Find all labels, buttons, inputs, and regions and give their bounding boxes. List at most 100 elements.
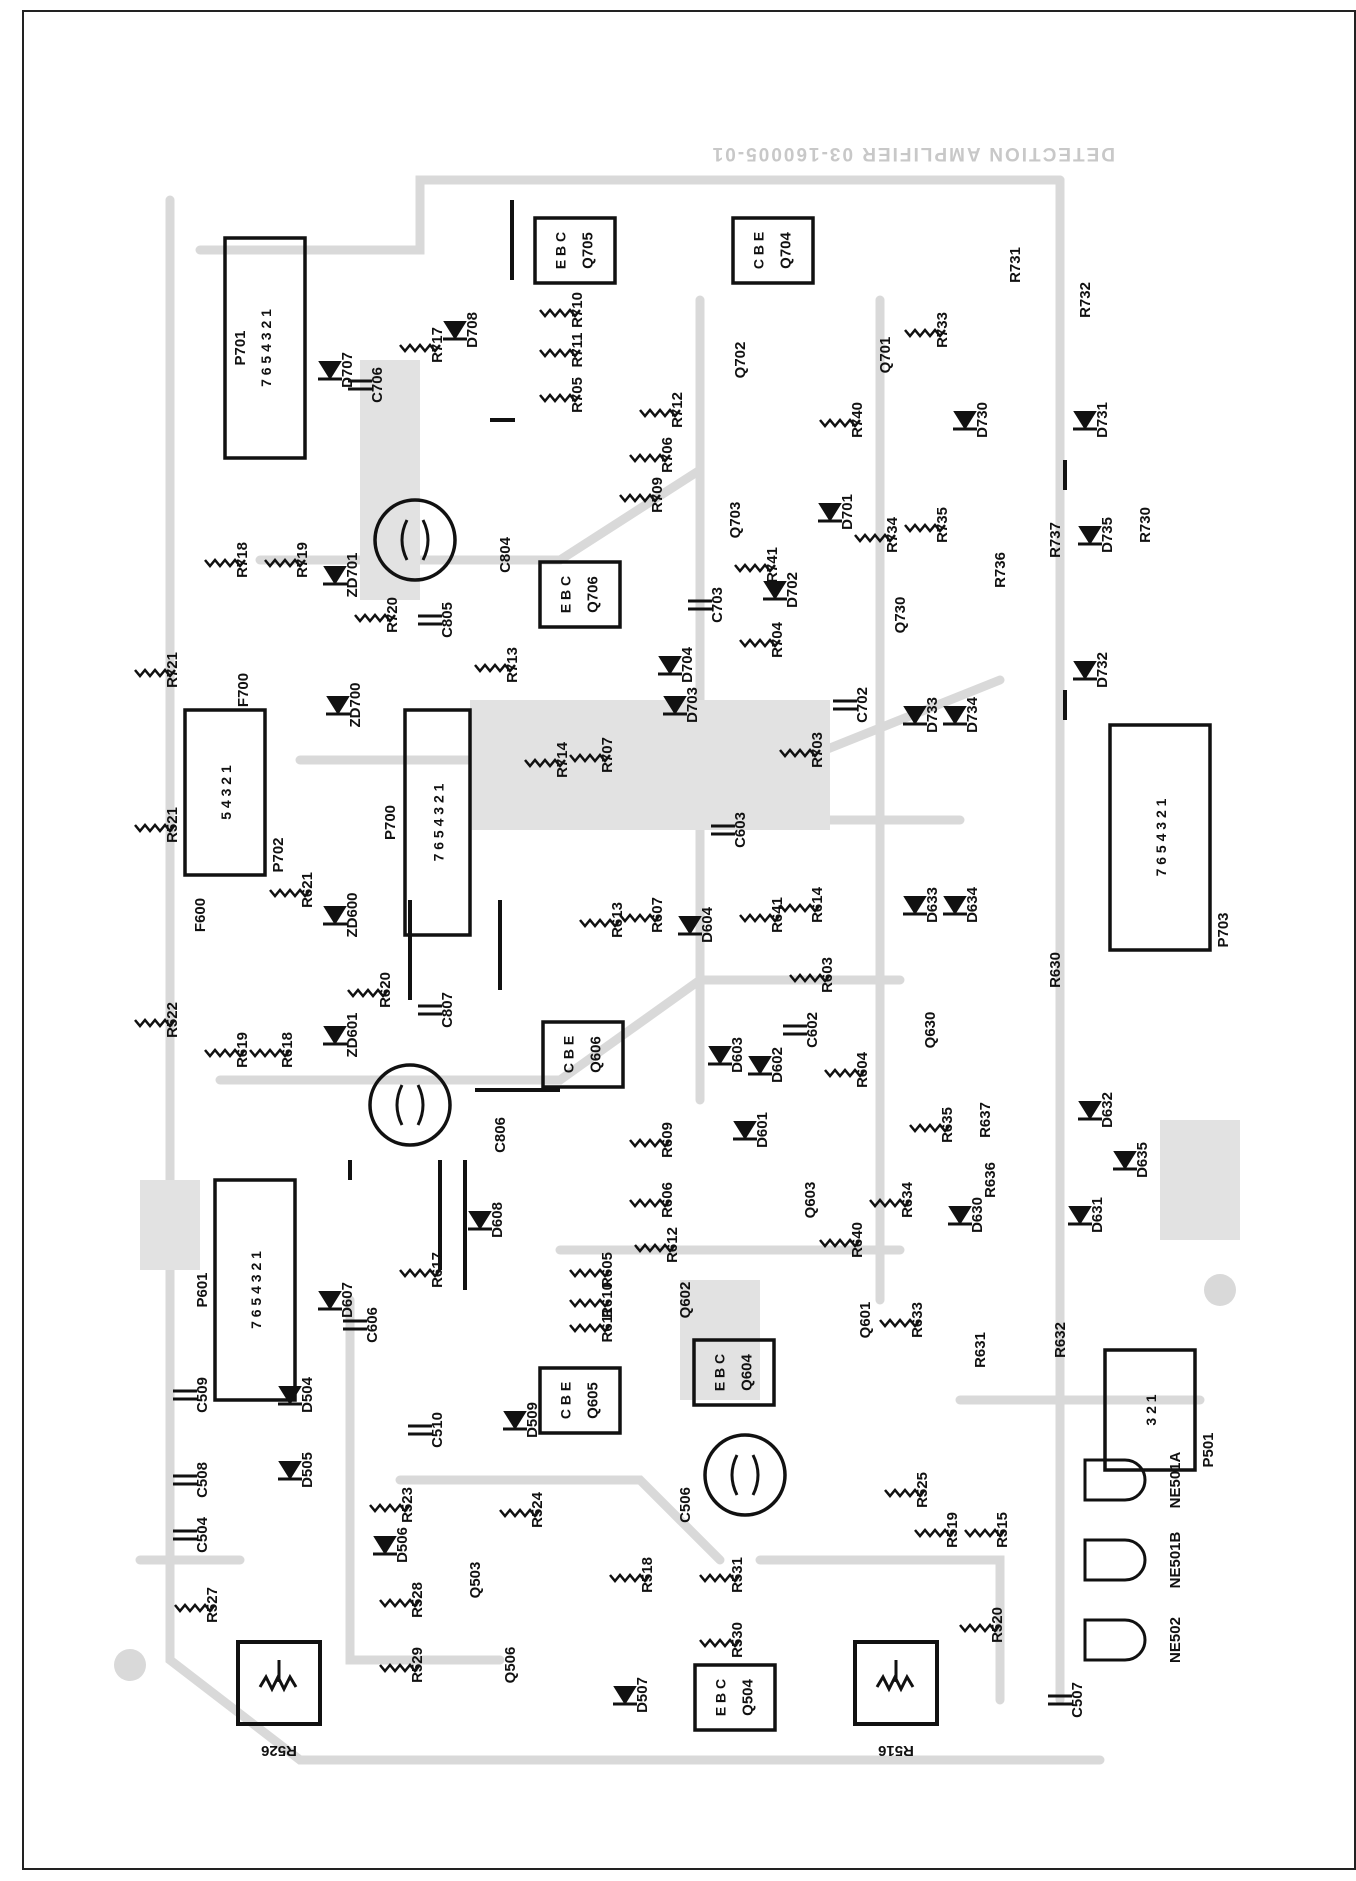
component-label: D634	[964, 886, 981, 923]
component-label: D601	[754, 1112, 771, 1148]
component-label: C602	[804, 1012, 821, 1048]
resistor	[779, 903, 821, 913]
neon-lamp-label: NE501B	[1167, 1531, 1184, 1588]
component-label: R612	[664, 1227, 681, 1263]
component-label: R637	[977, 1102, 994, 1138]
diode	[613, 1686, 637, 1705]
transistor-pins: C B E	[750, 232, 766, 269]
connector-label: P501	[1200, 1432, 1217, 1467]
transistor-q606	[541, 1020, 625, 1089]
component-label: D735	[1099, 517, 1116, 553]
capacitor-symbol	[400, 519, 430, 561]
connector-p701	[223, 236, 307, 460]
resistor	[399, 1268, 441, 1278]
component-label: R613	[609, 902, 626, 938]
component-label: D608	[489, 1202, 506, 1238]
component-label: R703	[809, 732, 826, 768]
resistor	[629, 453, 671, 463]
transistor-label: Q605	[585, 1382, 602, 1419]
resistor	[959, 1623, 1001, 1633]
connector-pins: 7 6 5 4 3 2 1	[1153, 798, 1169, 876]
component-label: R712	[669, 392, 686, 428]
component-label: R611	[599, 1307, 616, 1342]
resistor	[524, 758, 566, 768]
resistor	[354, 613, 396, 623]
component-label: D732	[1094, 652, 1111, 688]
component-label: C807	[439, 992, 456, 1028]
component-label: Q503	[467, 1562, 484, 1599]
component-label: R607	[649, 897, 666, 933]
component-label: D733	[924, 697, 941, 733]
component-label: R525	[914, 1472, 931, 1508]
component-label: F600	[192, 898, 209, 932]
component-label: R720	[384, 597, 401, 633]
component-label: R710	[569, 292, 586, 328]
transistor-q705	[533, 216, 617, 285]
pcb-trace	[165, 195, 1105, 1765]
component-label: D633	[924, 887, 941, 923]
resistor	[879, 1318, 921, 1328]
component-label: R610	[599, 1282, 616, 1318]
component-label: D604	[699, 906, 716, 943]
resistor	[379, 1598, 421, 1608]
component-label: R529	[409, 1647, 426, 1683]
component-label: Q506	[502, 1647, 519, 1684]
diode	[948, 1206, 972, 1225]
resistor	[779, 748, 821, 758]
component-label: R617	[429, 1252, 446, 1288]
component-label: R741	[764, 547, 781, 583]
component-label: F700	[235, 673, 252, 707]
component-label: D702	[784, 572, 801, 608]
copper-pour	[470, 700, 830, 830]
resistor	[174, 1603, 216, 1613]
connector-p601	[213, 1178, 297, 1402]
resistor	[854, 533, 896, 543]
diode	[323, 1026, 347, 1045]
resistor	[539, 308, 581, 318]
component-label: R713	[504, 647, 521, 683]
component-label: D504	[299, 1376, 316, 1413]
component-label: R711	[569, 332, 586, 367]
transistor-pins: E B C	[712, 1679, 728, 1716]
resistor	[629, 1138, 671, 1148]
connector-p501	[1103, 1348, 1197, 1472]
resistor	[569, 753, 611, 763]
component-label: R732	[1077, 282, 1094, 318]
resistor	[739, 913, 781, 923]
electrolytic-capacitor	[703, 1433, 787, 1517]
diode	[903, 896, 927, 915]
component-label: R604	[854, 1051, 871, 1088]
resistor	[474, 663, 516, 673]
component-label: R704	[769, 621, 786, 658]
component-label: Q701	[877, 337, 894, 374]
component-label: D509	[524, 1402, 541, 1438]
component-label: R515	[994, 1512, 1011, 1548]
resistor	[399, 343, 441, 353]
component-label: D635	[1134, 1142, 1151, 1178]
resistor	[699, 1573, 741, 1583]
component-label: R707	[599, 737, 616, 773]
mounting-hole	[114, 1649, 146, 1681]
component-label: R519	[944, 1512, 961, 1548]
component-label: R521	[164, 807, 181, 843]
component-label: Q601	[857, 1302, 874, 1339]
transistor-label: Q704	[778, 231, 795, 268]
resistor	[204, 1048, 246, 1058]
electrolytic-capacitor	[368, 1063, 452, 1147]
component-label: D731	[1094, 402, 1111, 438]
connector-p702	[183, 708, 267, 877]
diode	[318, 1291, 342, 1310]
resistor	[734, 563, 776, 573]
component-label: C706	[369, 367, 386, 403]
component-label: R618	[279, 1032, 296, 1068]
diode	[1073, 411, 1097, 430]
component-label: R730	[1137, 507, 1154, 543]
pcb-trace	[255, 465, 705, 565]
component-label: R528	[409, 1582, 426, 1618]
component-label: R620	[377, 972, 394, 1008]
diode	[818, 503, 842, 522]
component-label: R605	[599, 1252, 616, 1288]
diode	[326, 696, 350, 715]
component-label: C508	[194, 1462, 211, 1498]
electrolytic-capacitor	[373, 498, 457, 582]
